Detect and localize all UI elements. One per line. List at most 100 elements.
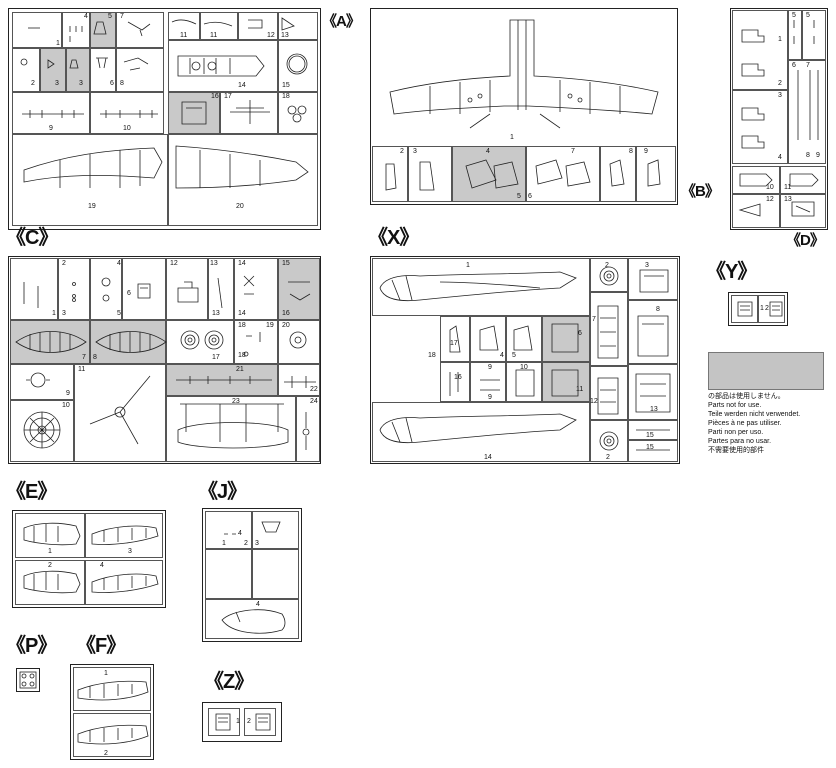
part-number: 5 — [117, 310, 121, 317]
part-cell — [278, 320, 320, 364]
part-number: 4 — [486, 148, 490, 155]
part-cell — [600, 146, 636, 202]
part-number: 18 — [238, 352, 246, 359]
part-cell-unused — [40, 48, 66, 92]
unused-parts-swatch — [708, 352, 824, 390]
part-number: 3 — [79, 80, 83, 87]
part-number: 9 — [488, 364, 492, 371]
sprue-b-label: 《B》 — [681, 183, 720, 200]
part-number: 17 — [212, 354, 220, 361]
part-number: 10 — [62, 402, 70, 409]
part-number: 3 — [128, 548, 132, 555]
part-cell — [90, 48, 116, 92]
part-number: 11 — [180, 32, 188, 39]
part-number: 1 — [48, 548, 52, 555]
part-cell — [73, 713, 151, 757]
part-cell — [58, 258, 90, 320]
part-number: 5 — [512, 352, 516, 359]
part-cell — [440, 362, 470, 402]
part-number: 20 — [236, 203, 244, 210]
part-cell — [372, 146, 408, 202]
part-cell — [168, 134, 318, 226]
part-cell — [252, 549, 299, 599]
part-cell — [636, 146, 676, 202]
part-number: 1 — [52, 310, 56, 317]
part-number: 2 — [31, 80, 35, 87]
part-number: 2 — [247, 718, 251, 725]
part-cell — [205, 549, 252, 599]
part-cell — [278, 92, 318, 134]
part-cell-unused — [542, 362, 590, 402]
part-number: 13 — [281, 32, 289, 39]
part-number: 2 — [244, 540, 248, 547]
part-cell — [166, 258, 208, 320]
part-cell — [116, 48, 164, 92]
part-number: 5 — [792, 12, 796, 19]
part-number: 4 — [100, 562, 104, 569]
part-number: 7 — [571, 148, 575, 155]
part-cell — [85, 560, 163, 605]
part-number: 2 — [48, 562, 52, 569]
part-number: 4 — [117, 260, 121, 267]
part-number: 13 — [784, 196, 792, 203]
legend-line-ja: の部品は使用しません。 — [708, 393, 785, 400]
part-cell — [628, 300, 678, 364]
part-cell — [234, 258, 278, 320]
part-number: 1 — [510, 134, 514, 141]
part-number: 3 — [255, 540, 259, 547]
part-cell — [506, 362, 542, 402]
part-number: 13 — [212, 310, 220, 317]
sprue-d-label: 《D》 — [786, 232, 825, 249]
part-number: 1 — [56, 40, 60, 47]
part-cell — [788, 10, 802, 60]
part-number: 12 — [267, 32, 275, 39]
part-cell — [238, 12, 278, 40]
sprue-p-label: 《P》 — [6, 635, 57, 657]
part-number: 9 — [488, 394, 492, 401]
part-number: 19 — [266, 322, 274, 329]
part-number: 6 — [792, 62, 796, 69]
legend-line-de: Teile werden nicht verwendet. — [708, 411, 801, 418]
part-number: 15 — [282, 260, 290, 267]
part-cell — [470, 316, 506, 362]
part-number: 1 — [236, 718, 240, 725]
part-number: 12 — [766, 196, 774, 203]
sprue-y-label: 《Y》 — [706, 261, 757, 283]
part-number: 14 — [238, 82, 246, 89]
part-number: 5 — [517, 193, 521, 200]
part-cell — [628, 440, 678, 462]
part-number: 3 — [645, 262, 649, 269]
part-number: 7 — [806, 62, 810, 69]
legend-line-zh: 不需要使用的部件 — [708, 447, 764, 454]
part-number: 8 — [120, 80, 124, 87]
part-cell — [372, 258, 590, 316]
part-number: 18 — [282, 93, 290, 100]
part-cell — [278, 364, 320, 396]
legend-line-it: Parti non per uso. — [708, 429, 764, 436]
part-cell — [780, 166, 826, 194]
part-cell — [90, 258, 122, 320]
part-number: 11 — [784, 184, 792, 191]
part-cell — [296, 396, 320, 462]
part-cell — [278, 40, 318, 92]
part-cell — [122, 258, 166, 320]
part-cell — [74, 364, 166, 462]
part-cell — [732, 10, 788, 90]
part-cell — [732, 194, 780, 228]
part-number: 4 — [778, 154, 782, 161]
part-number: 12 — [590, 398, 598, 405]
part-number: 6 — [110, 80, 114, 87]
part-number: 18 — [428, 352, 436, 359]
part-cell — [12, 12, 62, 48]
part-number: 23 — [232, 398, 240, 405]
part-number: 16 — [211, 93, 219, 100]
part-number: 19 — [88, 203, 96, 210]
sprue-c-label: 《C》 — [6, 227, 58, 249]
part-number: 2 — [606, 454, 610, 461]
sprue-e-label: 《E》 — [6, 481, 57, 503]
